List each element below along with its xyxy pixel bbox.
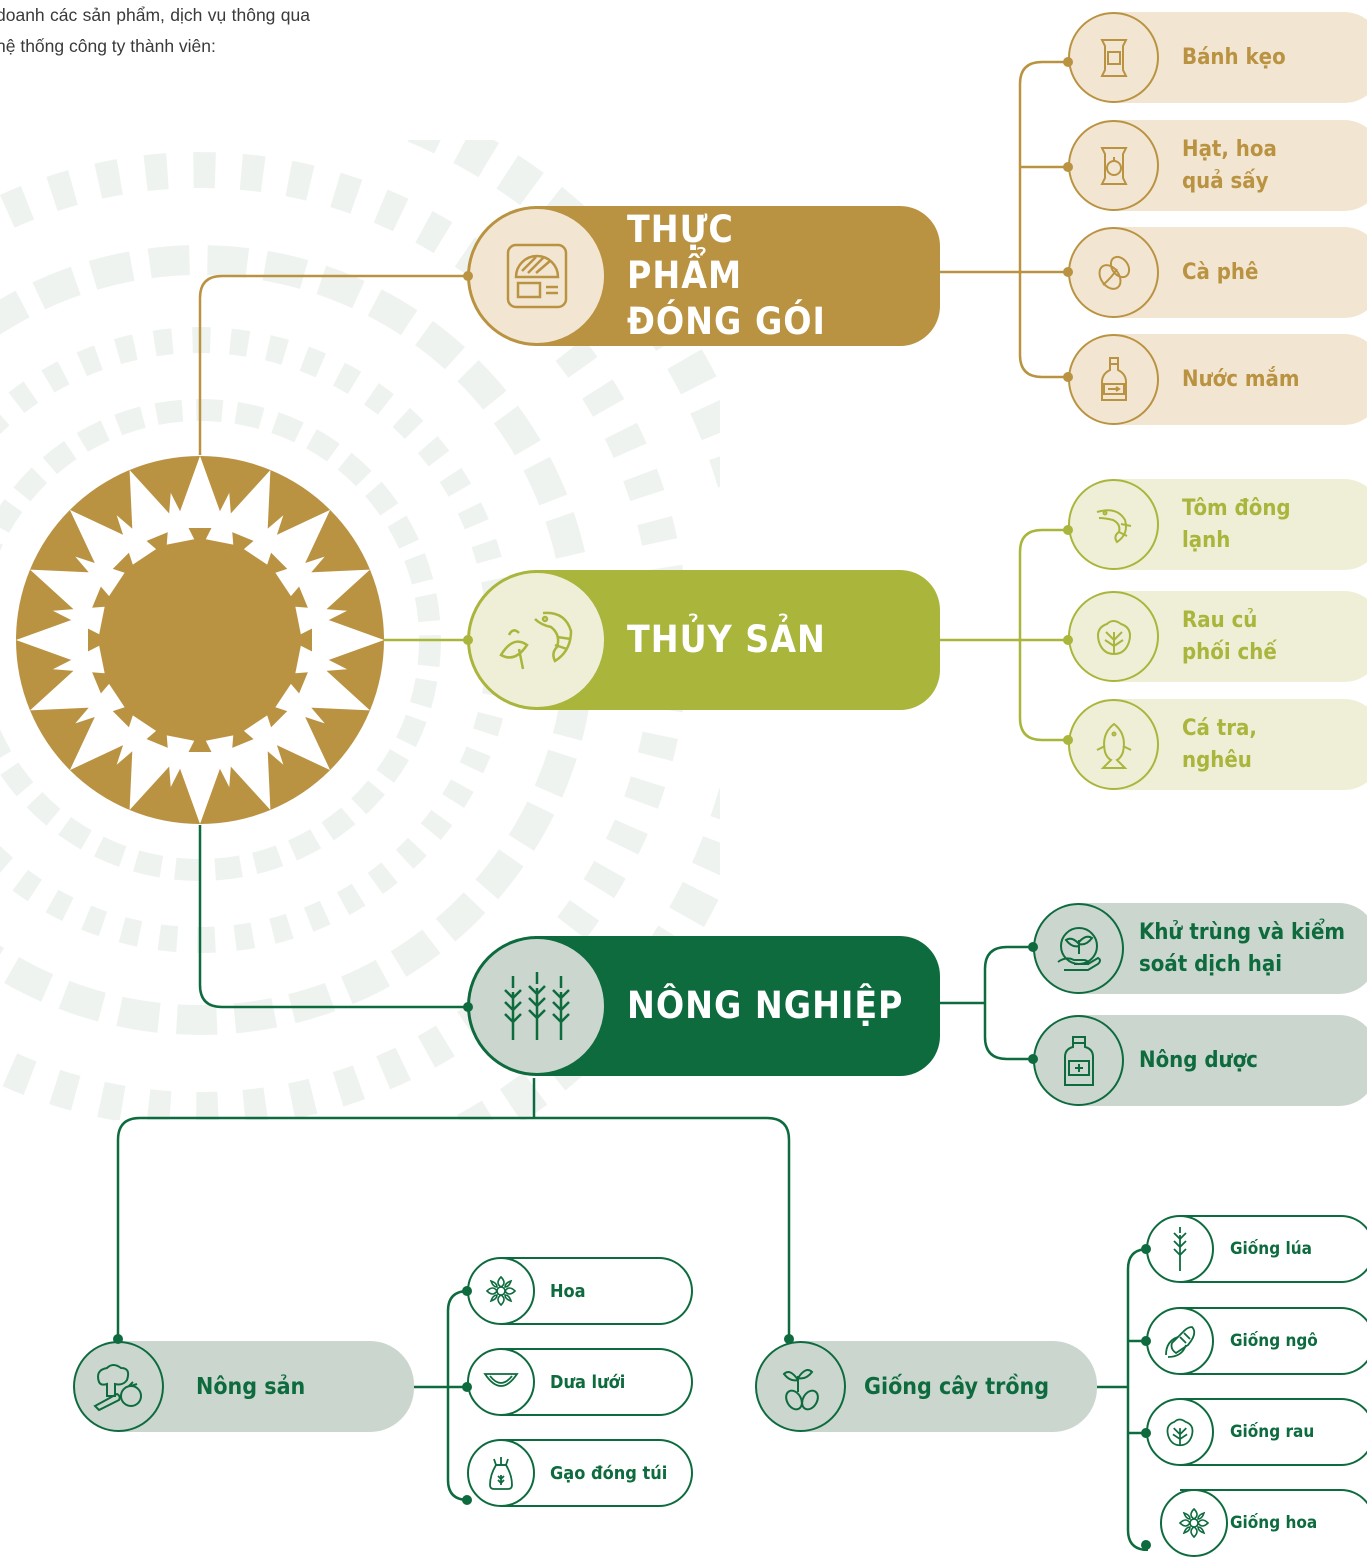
item-label: Hạt, hoa quả sấy xyxy=(1182,136,1277,194)
shrimp-icon xyxy=(1096,508,1131,543)
item-label: Giống ngô xyxy=(1230,1331,1318,1351)
rice-stalk-icon xyxy=(1173,1227,1187,1271)
icon-circle xyxy=(467,1257,535,1325)
connector-dot xyxy=(1063,525,1073,535)
connector-dot xyxy=(462,1495,472,1505)
packaged-food-icon xyxy=(506,243,568,309)
item-label: Nông dược xyxy=(1139,1047,1258,1073)
dried-fruit-bag-icon xyxy=(1099,146,1128,185)
item-label: Giống lúa xyxy=(1230,1239,1312,1259)
flower-icon xyxy=(485,1275,517,1307)
packaged-food-circle xyxy=(467,206,607,346)
melon-icon xyxy=(483,1373,519,1387)
seeds-title: Giống cây trồng xyxy=(864,1373,1050,1400)
pesticide-bottle-icon xyxy=(1063,1035,1094,1086)
connector-dot xyxy=(1063,635,1073,645)
connector-dot xyxy=(1063,735,1073,745)
list-item: Khử trùng và kiểm soát dịch hại xyxy=(1077,903,1367,994)
icon-circle xyxy=(1068,120,1159,211)
cabbage-icon xyxy=(1166,1418,1194,1447)
icon-circle xyxy=(73,1341,164,1432)
connector-dot xyxy=(1141,1244,1151,1254)
list-item: Cá tra, nghêu xyxy=(1112,699,1367,790)
vegetables-icon xyxy=(92,1363,142,1411)
list-item: Nông dược xyxy=(1077,1015,1367,1106)
icon-circle xyxy=(1068,699,1159,790)
intro-text: doanh các sản phẩm, dịch vụ thông qua hệ… xyxy=(0,5,310,56)
connector-dot xyxy=(1028,1054,1038,1064)
logo-star xyxy=(16,456,384,824)
cabbage-icon xyxy=(1096,619,1131,655)
sprout-hand-icon xyxy=(1056,926,1101,971)
icon-circle xyxy=(1146,1398,1214,1466)
agri-products-node: Nông sản xyxy=(118,1341,414,1432)
coffee-bean-icon xyxy=(1098,255,1130,290)
connector-dot xyxy=(1063,267,1073,277)
connector-dot xyxy=(784,1334,794,1344)
icon-circle xyxy=(1068,591,1159,682)
item-label: Dưa lưới xyxy=(550,1371,626,1393)
icon-circle xyxy=(467,1439,535,1507)
connector-dot xyxy=(462,1382,472,1392)
connector-dot xyxy=(1141,1540,1151,1550)
item-label: Rau củ phối chế xyxy=(1182,607,1277,665)
candy-bag-icon xyxy=(1099,38,1128,77)
packaged-food-node: THỰC PHẨM ĐÓNG GÓI xyxy=(535,206,940,346)
item-label: Khử trùng và kiểm soát dịch hại xyxy=(1139,919,1346,977)
item-label: Cà phê xyxy=(1182,259,1259,285)
item-label: Cá tra, nghêu xyxy=(1182,715,1257,773)
icon-circle xyxy=(1068,479,1159,570)
fish-icon xyxy=(1096,722,1131,769)
connector-dot xyxy=(113,1334,123,1344)
connector-dot xyxy=(463,635,473,645)
item-label: Giống hoa xyxy=(1230,1513,1318,1533)
rice-bag-icon xyxy=(489,1457,513,1490)
item-label: Bánh kẹo xyxy=(1182,44,1286,70)
connector-dot xyxy=(463,1002,473,1012)
list-item: Giống lúa xyxy=(1180,1215,1367,1283)
connector-dot xyxy=(462,1286,472,1296)
packaged-food-title: THỰC PHẨM ĐÓNG GÓI xyxy=(627,208,826,343)
agri-products-title: Nông sản xyxy=(196,1373,306,1400)
icon-circle xyxy=(755,1341,846,1432)
item-label: Nước mắm xyxy=(1182,366,1300,392)
list-item: Rau củ phối chế xyxy=(1112,591,1367,682)
icon-circle xyxy=(1068,12,1159,103)
icon-circle xyxy=(467,1348,535,1416)
icon-circle xyxy=(1146,1307,1214,1375)
seafood-title: THỦY SẢN xyxy=(627,618,826,661)
agriculture-circle xyxy=(467,936,607,1076)
fish-sauce-bottle-icon xyxy=(1100,356,1127,401)
flower-icon xyxy=(1178,1507,1210,1539)
icon-circle xyxy=(1033,1015,1124,1106)
item-label: Giống rau xyxy=(1230,1422,1315,1442)
connector-dot xyxy=(1141,1428,1151,1438)
connector-dot xyxy=(1141,1336,1151,1346)
wheat-icon xyxy=(504,972,570,1040)
seedling-icon xyxy=(782,1368,819,1410)
list-item: Gạo đóng túi xyxy=(500,1439,693,1507)
seafood-circle xyxy=(467,570,607,710)
icon-circle xyxy=(1160,1489,1228,1557)
list-item: Nước mắm xyxy=(1112,334,1367,425)
connector-dot xyxy=(463,271,473,281)
connector-dot xyxy=(1028,942,1038,952)
icon-circle xyxy=(1068,334,1159,425)
icon-circle xyxy=(1033,903,1124,994)
agriculture-title: NÔNG NGHIỆP xyxy=(627,984,904,1027)
fish-shrimp-icon xyxy=(499,611,573,670)
connector-dot xyxy=(1063,162,1073,172)
seeds-node: Giống cây trồng xyxy=(800,1341,1097,1432)
icon-circle xyxy=(1146,1215,1214,1283)
corn-icon xyxy=(1165,1326,1196,1358)
item-label: Tôm đông lạnh xyxy=(1182,495,1291,553)
item-label: Gạo đóng túi xyxy=(550,1462,668,1484)
icon-circle xyxy=(1068,227,1159,318)
item-label: Hoa xyxy=(550,1280,586,1302)
connector-dot xyxy=(1063,372,1073,382)
connector-dot xyxy=(1063,57,1073,67)
